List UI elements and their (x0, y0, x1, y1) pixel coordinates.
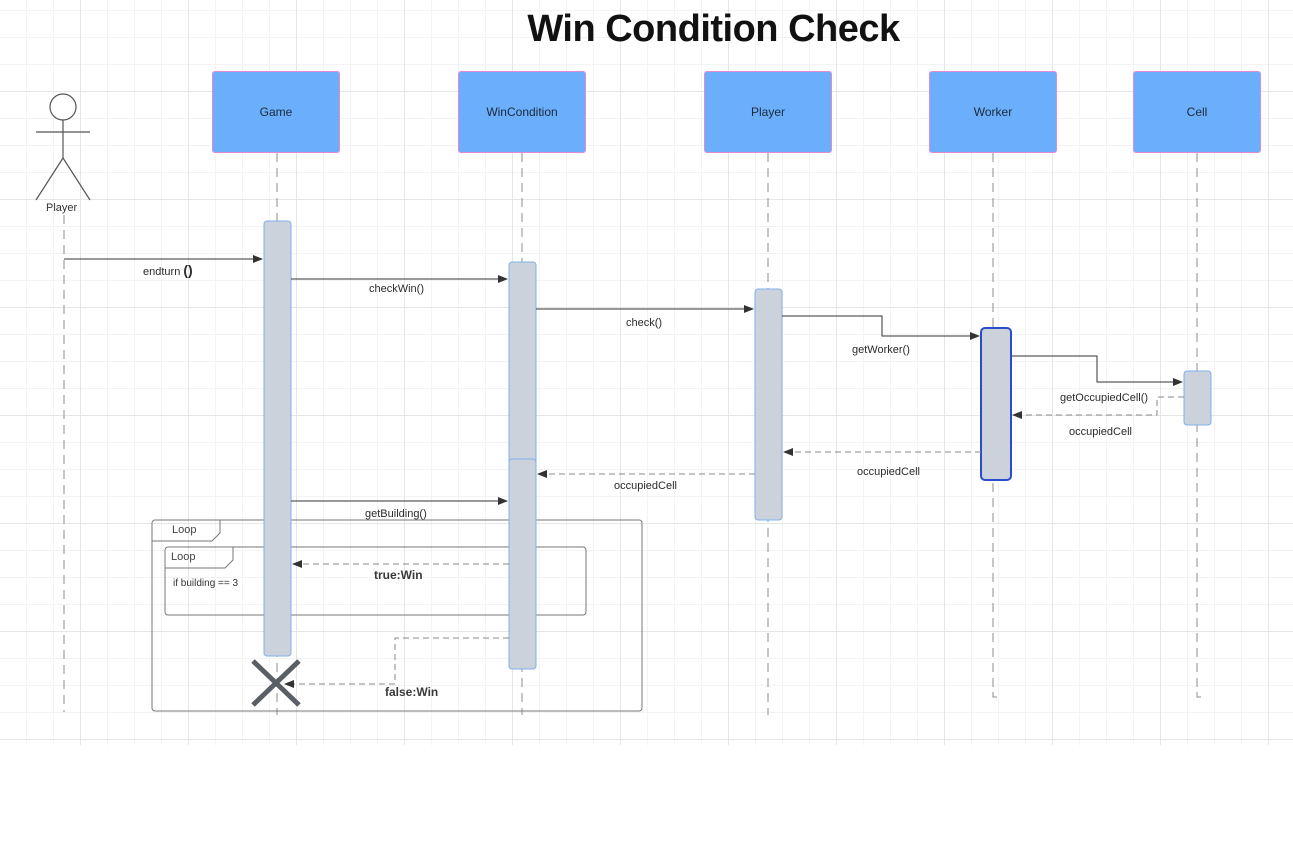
msg-endturn-label: endturn () (143, 262, 193, 278)
return-occupiedcell-player-label: occupiedCell (614, 480, 677, 492)
diagram-title: Win Condition Check (527, 8, 900, 50)
lifeline-wincondition[interactable]: WinCondition (458, 71, 586, 153)
msg-getworker-arrow[interactable] (782, 315, 980, 340)
return-occupiedcell-cell-arrow[interactable] (1012, 396, 1184, 419)
loop-guard-condition: if building == 3 (173, 578, 239, 589)
actor-stick-figure[interactable] (35, 93, 91, 201)
activation-wincondition-1[interactable] (508, 261, 537, 469)
activation-cell[interactable] (1183, 370, 1212, 426)
lifeline-cell-label: Cell (1186, 105, 1208, 119)
return-occupiedcell-worker-label: occupiedCell (857, 466, 920, 478)
activation-worker[interactable] (980, 327, 1012, 481)
lifeline-cell[interactable]: Cell (1133, 71, 1261, 153)
outer-loop-frame[interactable] (151, 519, 643, 712)
lifeline-player-label: Player (750, 105, 785, 119)
return-false-win-arrow[interactable] (284, 637, 509, 688)
return-occupiedcell-cell-label: occupiedCell (1069, 426, 1132, 438)
return-false-win-label: false:Win (385, 685, 439, 699)
lifeline-player[interactable]: Player (704, 71, 832, 153)
inner-loop-frame[interactable] (164, 546, 587, 616)
activation-game[interactable] (263, 220, 292, 657)
lifeline-game[interactable]: Game (212, 71, 340, 153)
msg-checkwin-label: checkWin() (369, 283, 425, 295)
outer-loop-label: Loop (172, 524, 197, 536)
lifeline-game-label: Game (259, 105, 293, 119)
return-true-win-label: true:Win (374, 568, 423, 582)
lifeline-worker[interactable]: Worker (929, 71, 1057, 153)
activation-wincondition-2[interactable] (508, 458, 537, 670)
msg-endturn-name: endturn (143, 266, 181, 278)
lifeline-wincondition-label: WinCondition (486, 105, 558, 119)
msg-check-label: check() (626, 317, 663, 329)
lifeline-worker-label: Worker (973, 105, 1013, 119)
msg-endturn-parens: () (183, 262, 193, 278)
actor-label: Player (46, 202, 78, 214)
msg-getoccupiedcell-arrow[interactable] (1012, 355, 1183, 386)
msg-getoccupiedcell-label: getOccupiedCell() (1060, 392, 1149, 404)
inner-loop-label: Loop (171, 551, 196, 563)
destroy-x-icon (251, 659, 301, 707)
activation-player[interactable] (754, 288, 783, 521)
msg-getbuilding-label: getBuilding() (365, 508, 427, 520)
msg-getworker-label: getWorker() (852, 344, 910, 356)
